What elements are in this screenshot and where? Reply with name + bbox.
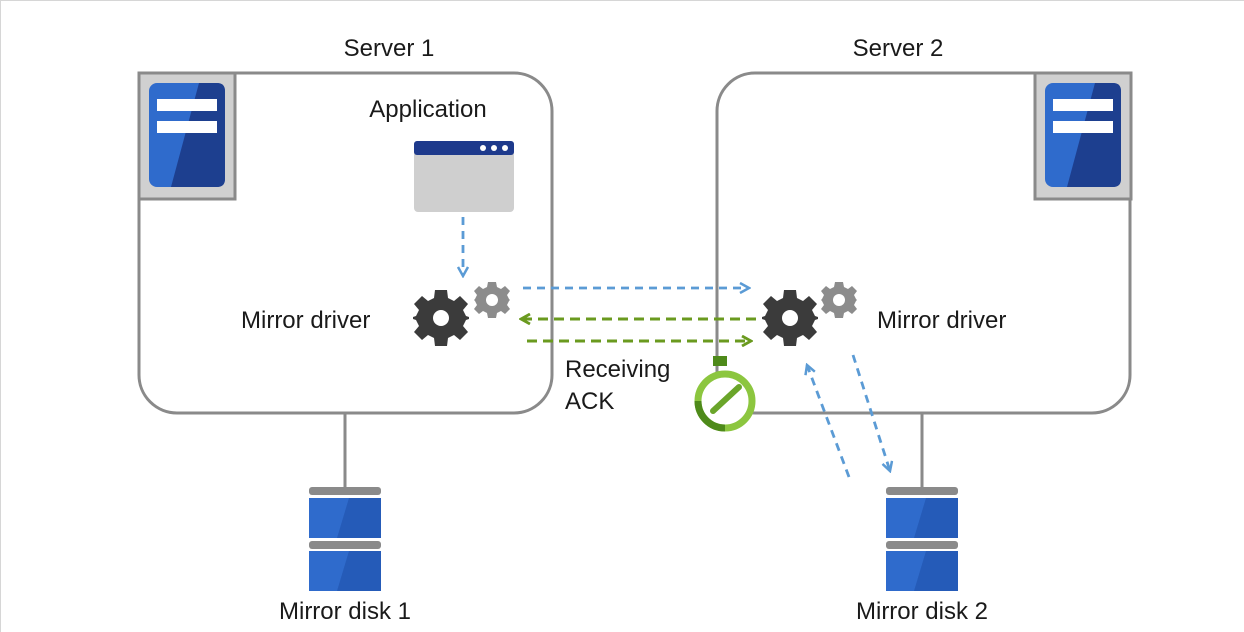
disk2-to-driver-arrow [807, 365, 851, 478]
disk1-icon [309, 487, 381, 591]
server1-label: Server 1 [343, 35, 435, 62]
receiving-ack-label-line1: Receiving [565, 356, 671, 383]
disk2-icon [886, 487, 958, 591]
mirror-disk-1-label: Mirror disk 1 [278, 598, 412, 625]
driver-to-disk2-arrow [851, 354, 890, 471]
application-label: Application [369, 96, 487, 123]
mirror-driver-2-label: Mirror driver [877, 307, 1007, 334]
server2-label: Server 2 [852, 35, 944, 62]
mirror-driver-1-label: Mirror driver [241, 307, 371, 334]
mirror-disk-2-label: Mirror disk 2 [855, 598, 989, 625]
receiving-ack-label-line2: ACK [565, 388, 615, 415]
server1-icon [137, 71, 237, 201]
application-window-icon [414, 141, 514, 212]
server2-icon [1033, 71, 1133, 201]
stopwatch-icon [694, 356, 756, 432]
